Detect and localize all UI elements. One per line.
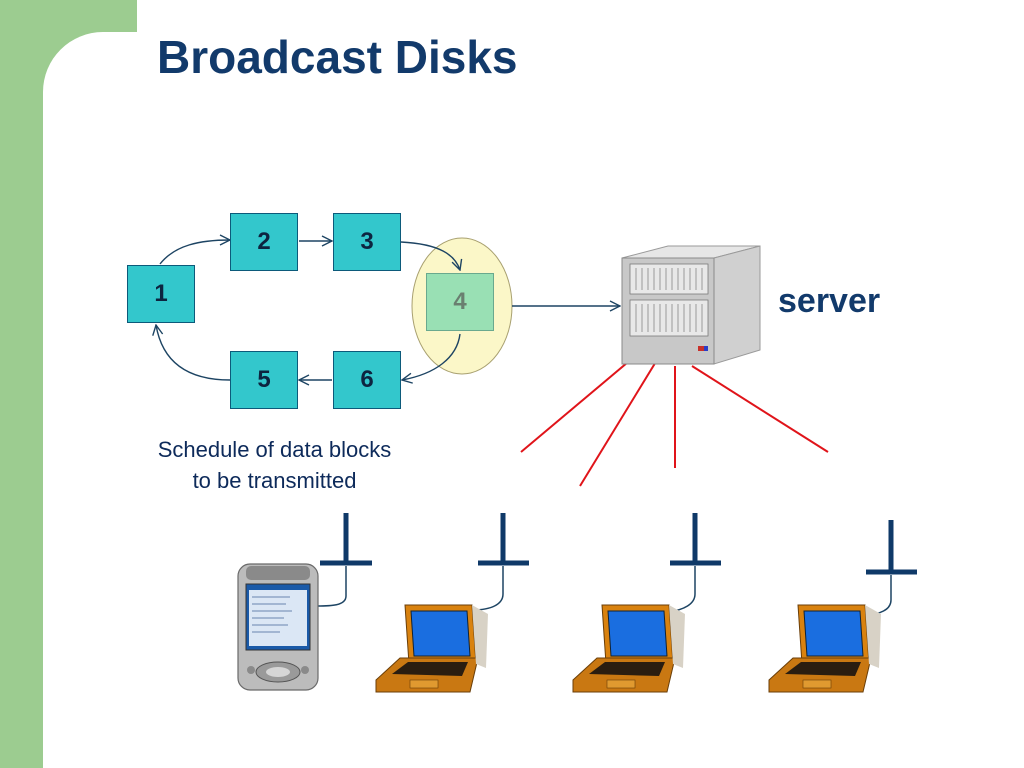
caption-line-1: Schedule of data blocks xyxy=(157,437,392,462)
schedule-block-4-current: 4 xyxy=(426,273,494,331)
antenna-laptop-3 xyxy=(866,520,917,575)
antenna-cable-laptop-1 xyxy=(471,566,504,611)
caption-line-2: to be transmitted xyxy=(192,468,357,493)
antenna-pda xyxy=(320,513,372,566)
arrow-1-to-2 xyxy=(159,240,230,265)
antenna-cable-pda xyxy=(316,566,347,607)
arrow-5-to-1 xyxy=(156,325,231,381)
antenna-laptop-1 xyxy=(478,513,529,566)
slide-title: Broadcast Disks xyxy=(157,31,518,83)
broadcast-line-4 xyxy=(691,365,829,453)
schedule-block-6: 6 xyxy=(333,351,401,409)
schedule-block-5: 5 xyxy=(230,351,298,409)
antenna-laptop-2 xyxy=(670,513,721,566)
schedule-block-1: 1 xyxy=(127,265,195,323)
schedule-block-2: 2 xyxy=(230,213,298,271)
schedule-caption: Schedule of data blocks to be transmitte… xyxy=(127,434,422,496)
antenna-cable-laptop-2 xyxy=(667,566,696,613)
arrow-3-to-4 xyxy=(400,241,460,270)
broadcast-line-2 xyxy=(579,359,658,487)
broadcast-line-1 xyxy=(520,351,641,453)
arrow-4-to-6 xyxy=(402,333,461,380)
antenna-cable-laptop-3 xyxy=(863,575,892,617)
schedule-block-3: 3 xyxy=(333,213,401,271)
server-label: server xyxy=(778,282,881,320)
